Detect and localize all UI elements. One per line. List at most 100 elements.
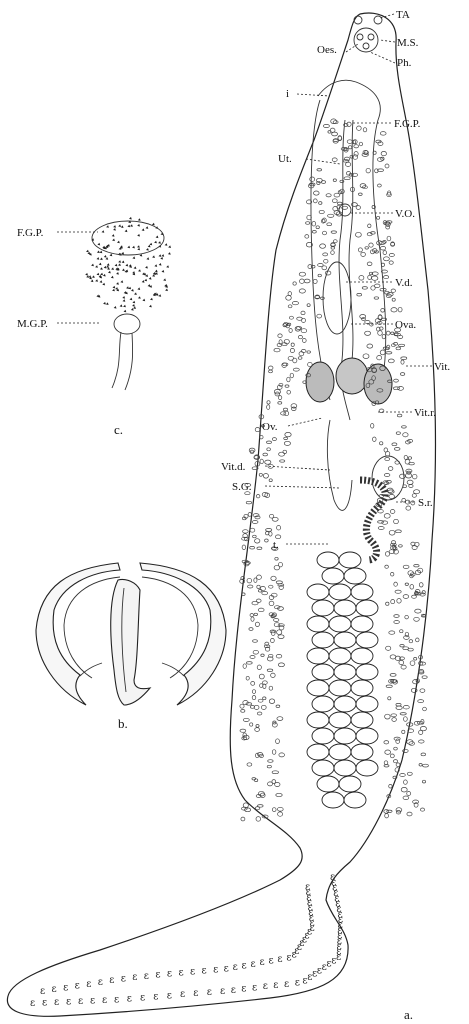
testis — [356, 600, 378, 616]
vitelline-follicle — [272, 780, 276, 784]
vitelline-follicle — [304, 279, 310, 283]
vitelline-follicle — [257, 575, 262, 579]
vitelline-follicle — [255, 428, 260, 432]
spine-mark — [126, 286, 129, 289]
vitelline-follicle — [386, 331, 390, 335]
spine-mark — [158, 241, 161, 244]
vitelline-follicle — [278, 663, 284, 667]
vitelline-follicle — [363, 354, 369, 359]
spine-mark — [97, 273, 100, 276]
follicle-mark: ε — [224, 963, 229, 974]
vitelline-follicle — [387, 810, 392, 812]
vitelline-follicle — [407, 792, 411, 796]
vitelline-follicle — [298, 335, 302, 338]
vitelline-follicle — [254, 578, 257, 583]
follicle-mark: ε — [273, 980, 278, 991]
follicle-mark: ε — [260, 957, 265, 968]
vitelline-follicle — [400, 373, 404, 376]
vitelline-follicle — [253, 535, 257, 538]
vitelline-follicle — [422, 591, 425, 594]
vitelline-follicle — [274, 619, 279, 622]
spine-mark — [133, 306, 136, 309]
follicle-mark: ε — [63, 982, 68, 993]
vitelline-follicle — [384, 276, 389, 279]
vitelline-follicle — [267, 441, 272, 444]
follicle-mark: ε — [180, 989, 185, 1000]
vitelline-follicle — [301, 311, 305, 315]
vitelline-follicle — [258, 608, 264, 612]
label-ut: Ut. — [278, 153, 292, 165]
vitelline-follicle — [412, 546, 417, 550]
spine-mark — [142, 280, 145, 283]
spine-mark — [134, 266, 137, 269]
vitelline-follicle — [269, 370, 273, 373]
spine-mark — [146, 248, 149, 251]
vitelline-follicle — [391, 600, 395, 604]
vitelline-follicle — [401, 787, 407, 792]
follicle-mark: ε — [292, 950, 297, 961]
vitelline-follicle — [358, 193, 362, 195]
vitelline-follicle — [385, 451, 389, 456]
vitelline-follicle — [411, 501, 415, 505]
spine-mark — [100, 267, 103, 270]
vitelline-follicle — [410, 585, 414, 590]
spine-mark — [132, 301, 135, 304]
vitelline-follicle — [378, 521, 384, 524]
vitelline-follicle — [392, 443, 397, 446]
vitelline-follicle — [389, 261, 393, 264]
spine-mark — [142, 299, 145, 302]
spine-mark — [130, 224, 133, 227]
vitelline-follicle — [272, 750, 276, 755]
vitelline-follicle — [389, 253, 394, 256]
vitelline-follicle — [380, 350, 385, 355]
follicle-mark: ε — [193, 988, 198, 999]
vitelline-follicle — [267, 669, 273, 672]
vitelline-follicle — [290, 373, 293, 378]
label-c-fgp: F.G.P. — [17, 227, 44, 239]
vitelline-follicle — [307, 304, 310, 307]
vitelline-follicle — [361, 252, 366, 256]
vitelline-follicle — [279, 383, 283, 386]
vitelline-follicle — [293, 368, 299, 371]
spine-mark — [152, 255, 155, 258]
vitelline-follicle — [394, 621, 400, 624]
vitelline-follicle — [396, 347, 401, 350]
follicle-mark: ε — [52, 984, 57, 995]
vitelline-follicle — [414, 490, 420, 494]
spine-mark — [148, 245, 151, 248]
spine-mark — [161, 254, 164, 257]
vitelline-follicle — [340, 189, 345, 193]
genital-pore-spines — [85, 217, 171, 312]
testis — [339, 776, 361, 792]
spine-mark — [153, 272, 156, 275]
spine-mark — [160, 257, 163, 260]
vitelline-follicle — [285, 385, 289, 387]
follicle-mark: ε — [75, 981, 80, 992]
vitelline-follicle — [247, 578, 252, 583]
vitelline-follicle — [269, 585, 273, 588]
follicle-mark: ε — [307, 972, 312, 983]
vitelline-follicle — [402, 426, 407, 428]
vitelline-follicle — [313, 199, 317, 203]
vitelline-follicle — [250, 614, 254, 617]
spine-mark — [129, 217, 132, 220]
vitelline-follicle — [267, 448, 271, 451]
vitelline-follicle — [261, 705, 266, 709]
spine-mark — [110, 254, 113, 257]
testis — [307, 712, 329, 728]
vitelline-follicle — [386, 225, 390, 229]
follicle-mark: ε — [263, 981, 268, 992]
spine-mark — [158, 294, 161, 297]
vitelline-follicle — [271, 638, 275, 642]
vitelline-follicle — [385, 458, 390, 461]
vitelline-follicle — [269, 479, 272, 482]
vitelline-follicle — [414, 617, 420, 621]
vitelline-follicle — [377, 158, 383, 162]
follicle-mark: ε — [132, 972, 137, 983]
spine-mark — [138, 269, 141, 272]
vitelline-follicle — [250, 723, 253, 726]
vitelline-follicle — [299, 272, 305, 276]
spine-mark — [95, 279, 98, 282]
spine-mark — [149, 243, 152, 246]
follicle-mark: ε — [317, 965, 322, 976]
